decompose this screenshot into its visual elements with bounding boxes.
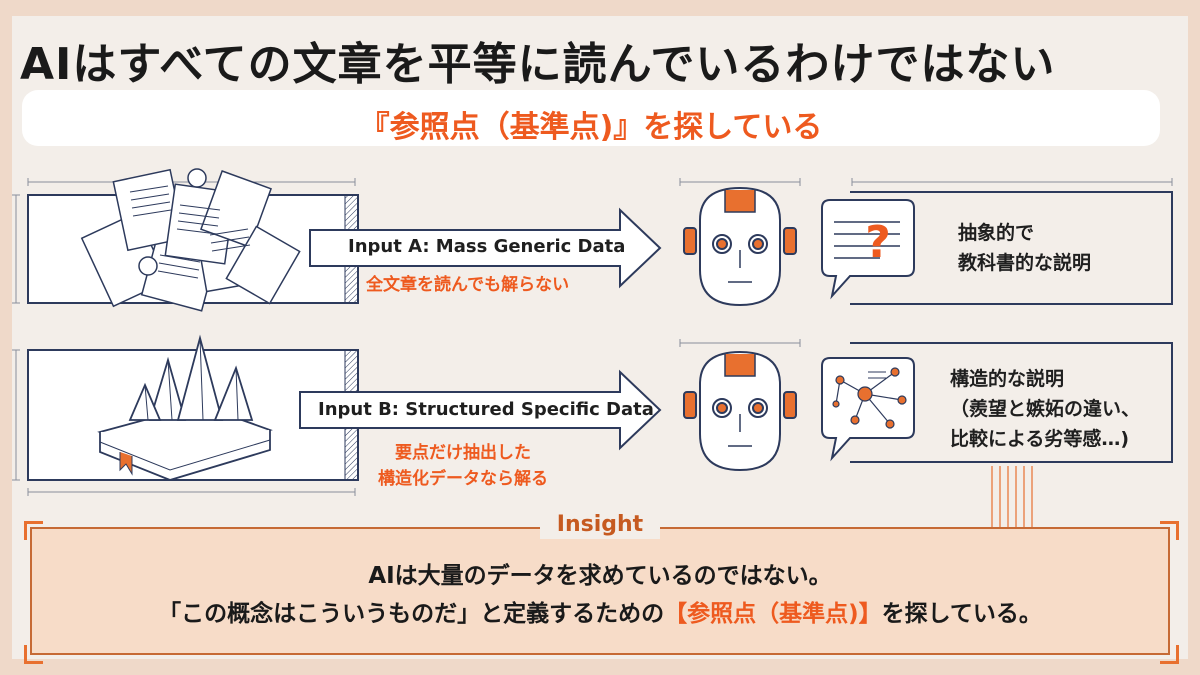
result-box-a	[850, 191, 1173, 305]
insight-corner-tl	[24, 521, 43, 540]
arrow-a	[309, 207, 662, 289]
insight-tag: Insight	[540, 511, 660, 539]
speech-bubble-b	[821, 357, 915, 462]
question-mark-icon: ?	[865, 217, 891, 268]
network-graph-icon	[832, 367, 907, 429]
result-a-text: 抽象的で 教科書的な説明	[958, 218, 1091, 278]
result-b-line-1: 構造的な説明	[950, 368, 1065, 390]
row-b	[12, 334, 1173, 527]
input-a-label: Input A: Mass Generic Data	[348, 236, 626, 257]
insight-corner-bl	[24, 645, 43, 664]
scattered-papers-icon	[80, 168, 301, 312]
result-b-line-3: 比較による劣等感…)	[950, 428, 1130, 450]
robot-head-icon-a	[679, 178, 801, 307]
input-b-note: 要点だけ抽出した 構造化データなら解る	[378, 440, 548, 492]
insight-corner-tr	[1160, 521, 1179, 540]
result-box-b	[850, 342, 1173, 463]
insight-line-2-after: を探している。	[881, 601, 1042, 627]
input-b-note-line-2: 構造化データなら解る	[378, 469, 548, 489]
row-a: ?	[12, 168, 1173, 312]
page-title: AIはすべての文章を平等に読んでいるわけではない	[20, 39, 1056, 90]
subtitle-banner: 『参照点（基準点)』を探している	[22, 90, 1160, 146]
input-b-label: Input B: Structured Specific Data	[318, 399, 654, 420]
insight-corner-br	[1160, 645, 1179, 664]
connector-lines	[991, 466, 1033, 527]
result-b-line-2: （羨望と嫉妬の違い、	[950, 398, 1141, 420]
input-b-note-line-1: 要点だけ抽出した	[395, 443, 531, 463]
insight-line-2: 「この概念はこういうものだ」と定義するための【参照点（基準点)】を探している。	[30, 594, 1170, 628]
insight-line-1: AIは大量のデータを求めているのではない。	[368, 563, 832, 589]
input-a-note: 全文章を読んでも解らない	[366, 275, 570, 295]
result-b-text: 構造的な説明 （羨望と嫉妬の違い、 比較による劣等感…)	[950, 364, 1140, 454]
result-a-line-1: 抽象的で	[958, 222, 1035, 244]
speech-bubble-a	[821, 199, 915, 300]
robot-head-icon-b	[679, 339, 801, 472]
book-with-crystals-icon	[97, 334, 273, 481]
dimension-lines-result-a	[851, 178, 1173, 186]
insight-box	[30, 527, 1170, 655]
subtitle-text: 『参照点（基準点)』を探している	[359, 110, 823, 145]
arrow-b	[299, 369, 662, 451]
insight-line-2-before: 「この概念はこういうものだ」と定義するための	[158, 601, 665, 627]
result-a-line-2: 教科書的な説明	[958, 252, 1092, 274]
insight-line-2-highlight: 【参照点（基準点)】	[664, 601, 882, 627]
dimension-lines-b	[12, 349, 356, 496]
